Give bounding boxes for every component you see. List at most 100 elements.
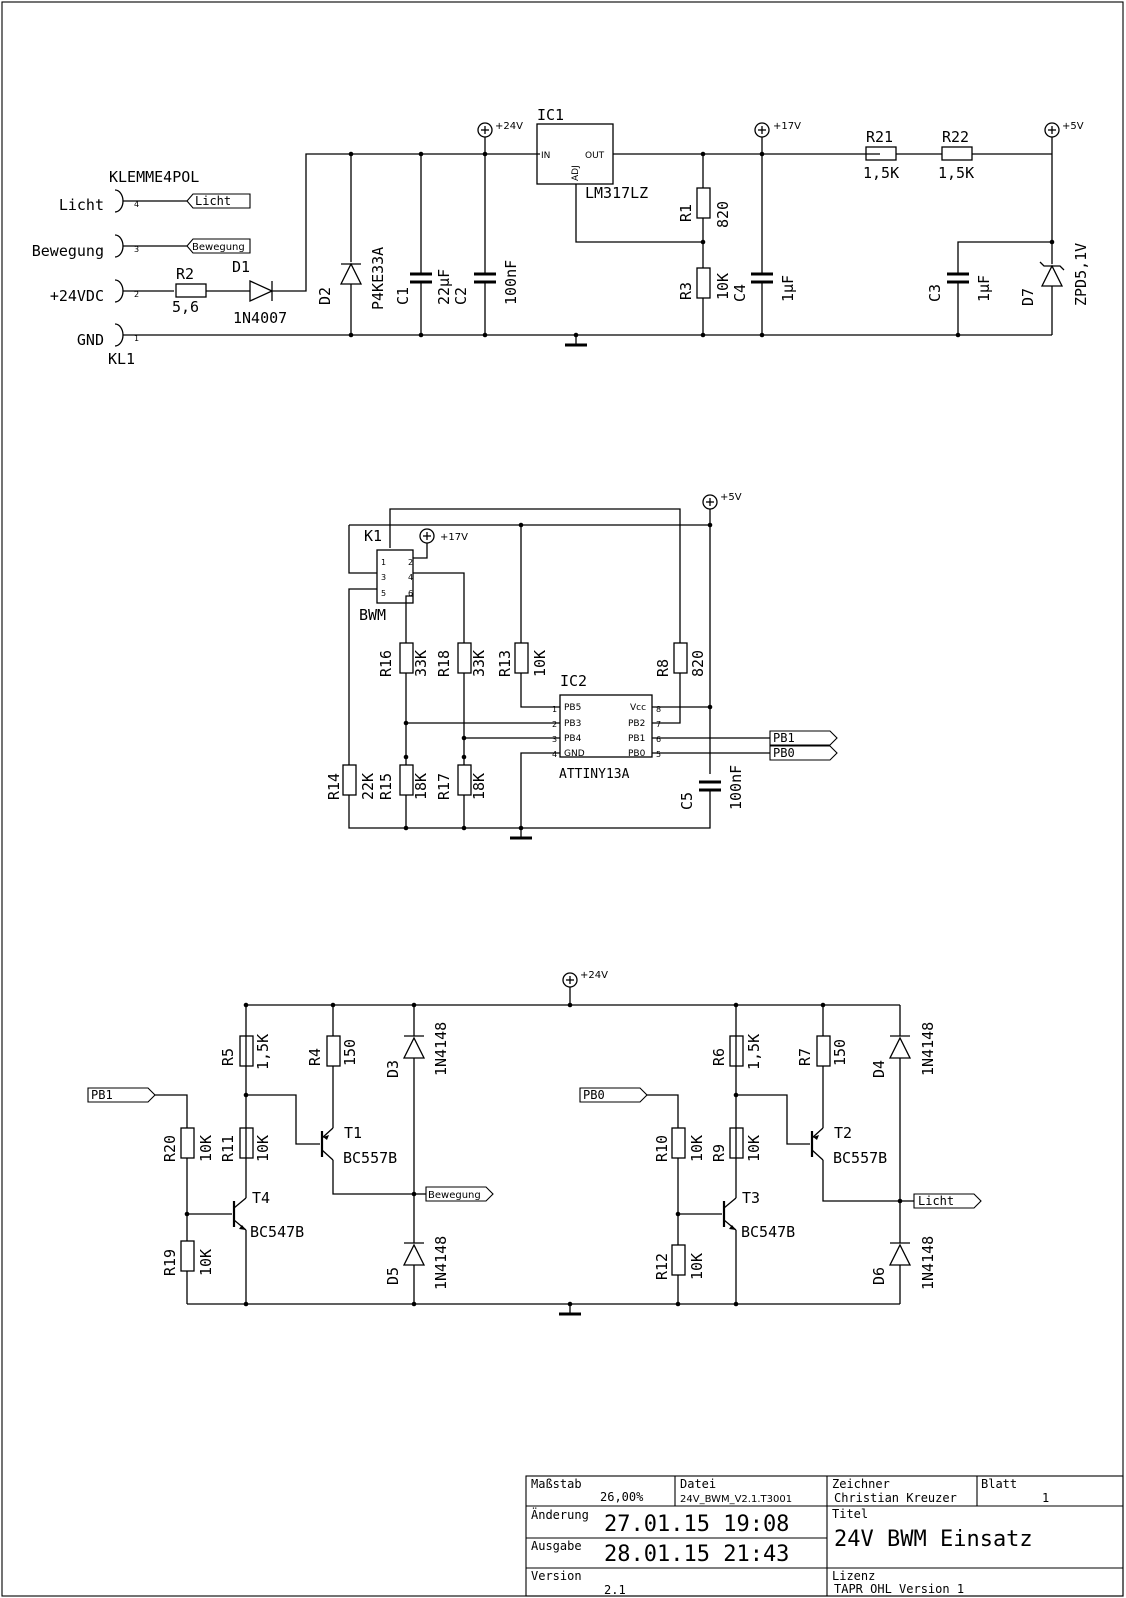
- tb-version-value: 2.1: [604, 1583, 626, 1597]
- diode-d6: [888, 1243, 912, 1266]
- r10-ref: R10: [653, 1135, 671, 1162]
- d1-ref: D1: [232, 258, 250, 276]
- r22-ref: R22: [942, 128, 969, 146]
- r15-value: 18K: [412, 773, 430, 800]
- t2-ref: T2: [834, 1124, 852, 1142]
- net-label-pb0-text: PB0: [773, 746, 795, 760]
- r12-value: 10K: [688, 1253, 706, 1280]
- d4-ref: D4: [870, 1060, 888, 1078]
- r12-ref: R12: [653, 1253, 671, 1280]
- d2-value: P4KE33A: [369, 247, 387, 310]
- r19-ref: R19: [161, 1249, 179, 1276]
- resistor-r20: [180, 1127, 195, 1159]
- r22-value: 1,5K: [938, 164, 974, 182]
- r16-ref: R16: [377, 650, 395, 677]
- ic1-pin-in: IN: [541, 151, 550, 161]
- r16-value: 33K: [412, 650, 430, 677]
- svg-text:3: 3: [552, 735, 557, 744]
- r2-ref: R2: [176, 265, 194, 283]
- d5-value: 1N4148: [432, 1236, 450, 1290]
- r21-value: 1,5K: [863, 164, 899, 182]
- power-symbol-5v-mcu: [702, 494, 718, 510]
- ic2-value: ATTINY13A: [559, 767, 630, 782]
- net-5v-label-mcu: +5V: [720, 492, 742, 503]
- resistor-r12: [671, 1244, 686, 1276]
- r13-value: 10K: [531, 650, 549, 677]
- connector-k1: [376, 549, 414, 604]
- tb-datei-label: Datei: [680, 1477, 716, 1491]
- r10-value: 10K: [688, 1135, 706, 1162]
- net-label-licht-driver: [913, 1193, 982, 1209]
- k1-value: BWM: [359, 606, 386, 624]
- t3-ref: T3: [742, 1189, 760, 1207]
- resistor-r22: [941, 146, 973, 161]
- r20-value: 10K: [197, 1135, 215, 1162]
- tb-ausgabe-value: 28.01.15 21:43: [604, 1542, 789, 1567]
- resistor-r14: [342, 764, 357, 796]
- resistor-r2: [175, 283, 207, 298]
- power-supply-section: KLEMME4POL KL1 Licht Bewegung +24VDC GND…: [32, 106, 1090, 368]
- resistor-r4: [326, 1035, 341, 1067]
- d3-ref: D3: [384, 1060, 402, 1078]
- t1-value: BC557B: [343, 1149, 397, 1167]
- net-label-pb0-driver-text: PB0: [583, 1088, 605, 1102]
- r15-ref: R15: [377, 773, 395, 800]
- r20-ref: R20: [161, 1135, 179, 1162]
- r5-value: 1,5K: [254, 1034, 272, 1070]
- terminal-name: KLEMME4POL: [109, 168, 199, 186]
- net-label-pb1-text: PB1: [773, 731, 795, 745]
- tb-zeichner-label: Zeichner: [832, 1477, 890, 1491]
- diode-d3: [402, 1036, 426, 1059]
- d1-value: 1N4007: [233, 309, 287, 327]
- c1-value: 22µF: [435, 269, 453, 305]
- r2-value: 5,6: [172, 298, 199, 316]
- diode-d5: [402, 1243, 426, 1266]
- ic1-pin-out: OUT: [585, 151, 605, 161]
- ic2-pin-pb3: PB3: [564, 719, 581, 729]
- tb-lizenz-label: Lizenz: [832, 1569, 875, 1583]
- svg-text:5: 5: [381, 589, 386, 598]
- diode-d7: [1040, 264, 1064, 287]
- terminal-pinnum: 4: [134, 200, 139, 209]
- tb-zeichner-value: Christian Kreuzer: [834, 1491, 957, 1505]
- ic2-pin-gnd: GND: [564, 749, 585, 759]
- net-17v-label-mcu: +17V: [440, 532, 468, 543]
- net-label-licht: [186, 193, 251, 209]
- r17-ref: R17: [435, 773, 453, 800]
- c5-ref: C5: [678, 792, 696, 810]
- t3-value: BC547B: [741, 1223, 795, 1241]
- svg-text:6: 6: [656, 735, 661, 744]
- resistor-r13: [514, 642, 529, 674]
- tb-ausgabe-label: Ausgabe: [531, 1539, 582, 1553]
- power-symbol-17v-mcu: [419, 528, 435, 544]
- c4-value: 1µF: [779, 275, 797, 302]
- tb-lizenz-value: TAPR OHL Version 1: [834, 1582, 964, 1596]
- ground-symbol-mcu: [508, 826, 534, 840]
- terminal-pin-bewegung: Bewegung: [32, 242, 104, 260]
- diode-d2: [339, 262, 363, 285]
- r8-ref: R8: [654, 659, 672, 677]
- d7-value: ZPD5,1V: [1072, 243, 1090, 306]
- t2-value: BC557B: [833, 1149, 887, 1167]
- net-24v-label-driver: +24V: [580, 970, 608, 981]
- terminal-pin-24vdc: +24VDC: [50, 287, 104, 305]
- d6-value: 1N4148: [919, 1236, 937, 1290]
- r13-ref: R13: [496, 650, 514, 677]
- resistor-r3: [696, 267, 711, 299]
- ic2-attiny13a: [559, 694, 653, 758]
- c2-ref: C2: [452, 287, 470, 305]
- d7-ref: D7: [1019, 288, 1037, 306]
- svg-text:3: 3: [381, 573, 386, 582]
- r9-value: 10K: [745, 1135, 763, 1162]
- r3-value: 10K: [714, 273, 732, 300]
- resistor-r6: [729, 1035, 744, 1067]
- r19-value: 10K: [197, 1249, 215, 1276]
- ic2-pin-pb0: PB0: [628, 749, 646, 759]
- resistor-r5: [239, 1035, 254, 1067]
- resistor-r9: [729, 1127, 744, 1159]
- r7-ref: R7: [796, 1048, 814, 1066]
- r1-value: 820: [714, 201, 732, 228]
- terminal-ref: KL1: [108, 350, 135, 368]
